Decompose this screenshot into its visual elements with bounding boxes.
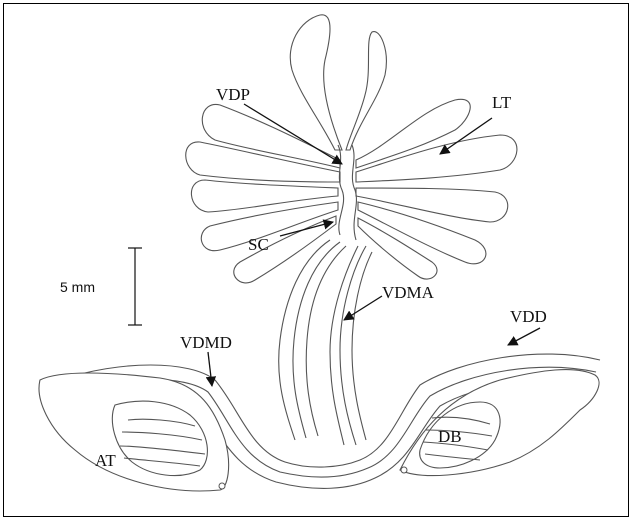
right-bulb <box>400 370 599 476</box>
arrow-vdmd <box>208 352 212 386</box>
arrow-vdma <box>344 296 382 320</box>
right-duct-inner <box>352 252 372 440</box>
central-duct-right <box>352 145 356 240</box>
left-bulb <box>39 373 229 491</box>
arrow-vdd <box>508 328 540 345</box>
label-vdd: VDD <box>510 307 547 326</box>
label-vdma: VDMA <box>382 283 435 302</box>
label-vdmd: VDMD <box>180 333 232 352</box>
scale-bar-label: 5 mm <box>60 279 95 295</box>
left-duct-outer <box>279 240 330 440</box>
right-lobe-cluster <box>346 32 517 279</box>
central-duct-left <box>338 145 344 235</box>
lobe-top-right <box>346 32 386 150</box>
descending-ducts <box>279 240 372 445</box>
label-sc: SC <box>248 235 269 254</box>
right-duct-inner2 <box>330 246 358 445</box>
label-lt: LT <box>492 93 512 112</box>
label-vdp: VDP <box>216 85 250 104</box>
scale-bar <box>128 248 142 325</box>
label-db: DB <box>438 427 462 446</box>
lobe-top-left <box>290 15 342 150</box>
label-at: AT <box>95 451 116 470</box>
left-duct-inner <box>293 242 340 438</box>
